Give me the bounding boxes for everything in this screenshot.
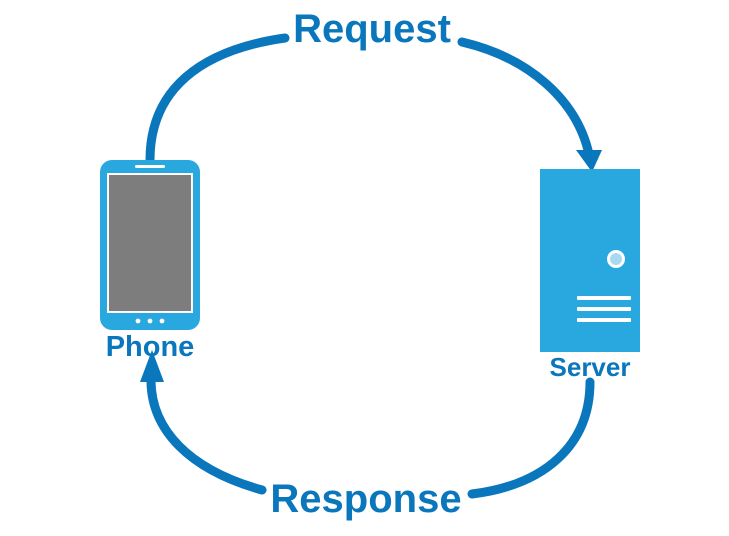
response-arrow <box>140 350 595 499</box>
phone-screen <box>107 173 193 313</box>
phone-dot <box>147 318 153 324</box>
response-arrowhead <box>140 350 164 382</box>
server-label: Server <box>550 352 631 382</box>
response-label: Response <box>270 477 461 521</box>
request-label: Request <box>293 7 451 51</box>
server-slot <box>577 296 631 300</box>
request-arrow <box>145 33 602 172</box>
server-power-led <box>607 250 625 268</box>
request-arrowhead <box>576 150 602 172</box>
response-arc-right <box>467 377 595 499</box>
server-tower-icon <box>540 169 640 352</box>
phone-dot <box>159 318 165 324</box>
server-body <box>540 169 640 352</box>
server-slot <box>577 318 631 322</box>
phone-label: Phone <box>106 331 195 363</box>
smartphone-icon <box>100 160 200 330</box>
phone-speaker <box>135 165 165 168</box>
request-arc-left <box>145 33 290 165</box>
request-arc-right <box>457 37 593 155</box>
phone-dot <box>135 318 141 324</box>
response-arc-left <box>146 373 267 495</box>
server-slot <box>577 307 631 311</box>
